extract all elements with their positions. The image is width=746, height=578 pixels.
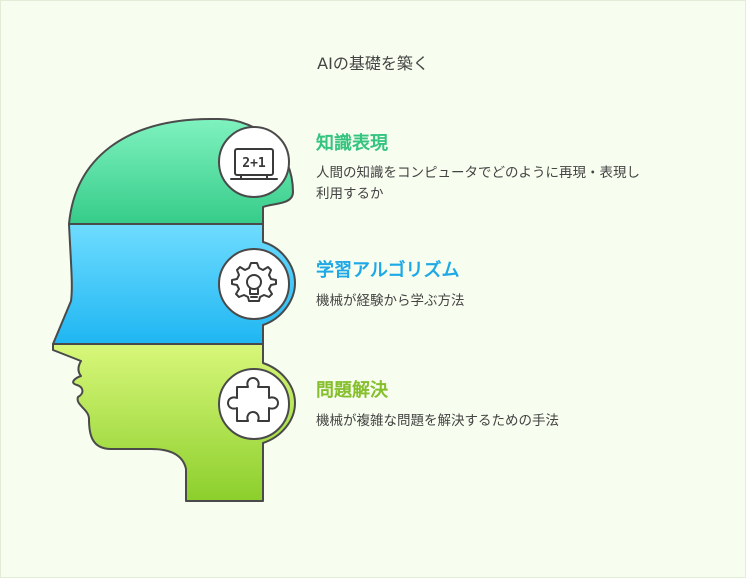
section-title-learning: 学習アルゴリズム bbox=[316, 260, 460, 281]
diagram-title: AIの基礎を築く bbox=[317, 54, 429, 73]
section-title-knowledge: 知識表現 bbox=[316, 133, 388, 154]
section-desc-learning: 機械が経験から学ぶ方法 bbox=[316, 293, 465, 309]
chalkboard-icon bbox=[230, 148, 278, 180]
puzzle-piece-icon bbox=[227, 377, 279, 422]
section-desc-problem-solving: 機械が複雑な問題を解決するための手法 bbox=[316, 413, 559, 429]
section-title-problem-solving: 問題解決 bbox=[316, 380, 388, 401]
section-desc-knowledge: 人間の知識をコンピュータでどのように再現・表現し利用するか bbox=[316, 165, 640, 202]
chalkboard-equation: 2+1 bbox=[242, 156, 266, 171]
gear-lightbulb-icon bbox=[231, 262, 277, 302]
